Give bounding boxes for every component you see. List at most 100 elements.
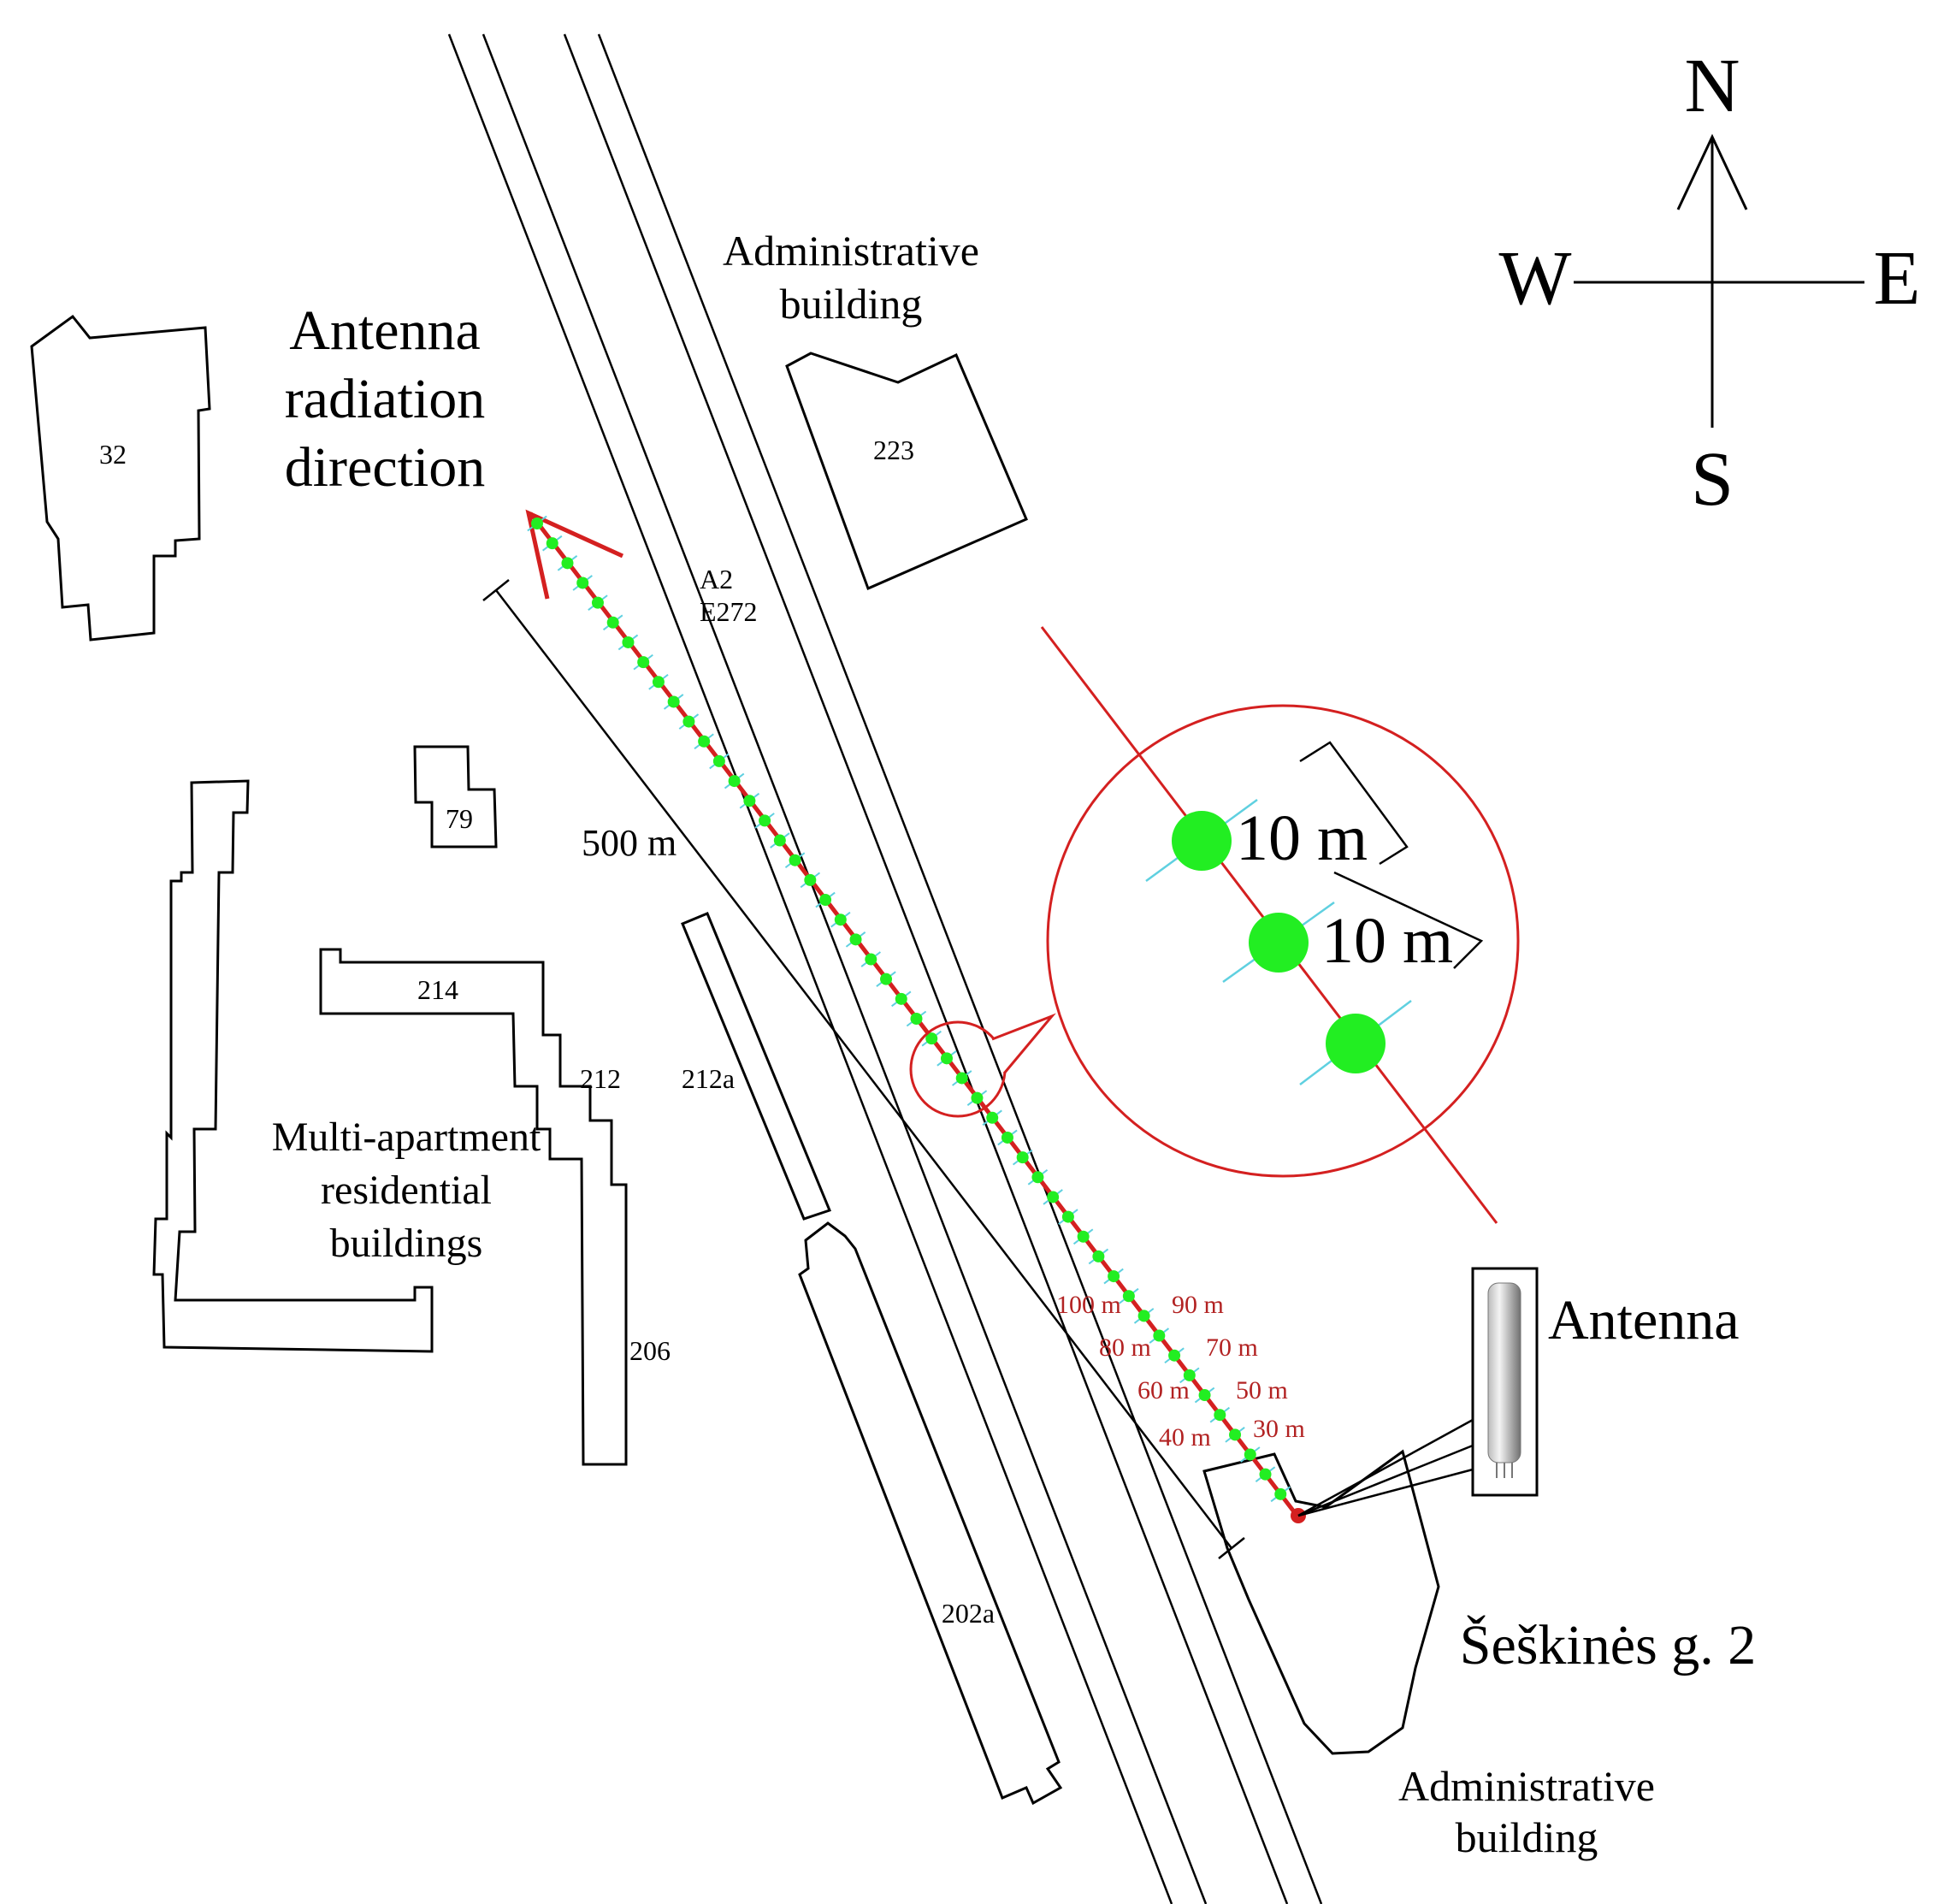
inset-dimension-brackets (1299, 741, 1484, 969)
compass-arrow-icon (1676, 133, 1748, 210)
measurement-point (1259, 1468, 1272, 1481)
measurement-point (1016, 1151, 1029, 1164)
measurement-point (1061, 1210, 1074, 1223)
inset-label-10m-1: 10 m (1236, 802, 1368, 874)
scale-main-line (495, 589, 1232, 1549)
measurement-point (667, 695, 680, 708)
distance-label-40m: 40 m (1159, 1423, 1211, 1452)
building-label-79: 79 (446, 803, 473, 834)
measurement-point (1108, 1270, 1120, 1283)
measurement-point (880, 973, 893, 985)
measurement-point (819, 894, 832, 907)
building-label-212: 212 (580, 1063, 621, 1094)
road-edge-2 (482, 33, 1208, 1904)
antenna-leader-lines (1297, 1418, 1474, 1517)
measurement-point (1168, 1349, 1181, 1362)
scale-line (482, 579, 1245, 1559)
building-label-214: 214 (417, 974, 458, 1005)
distance-label-50m: 50 m (1236, 1376, 1288, 1404)
building-label-206: 206 (629, 1335, 671, 1366)
radiation-direction-label-3: direction (285, 436, 486, 499)
residential-label-2: residential (321, 1168, 492, 1213)
address-label: Šeškinės g. 2 (1460, 1614, 1757, 1676)
measurement-point (1047, 1191, 1060, 1203)
measurement-point (606, 616, 619, 629)
inset-point-2 (1249, 913, 1309, 973)
inset-label-10m-2: 10 m (1321, 905, 1453, 977)
measurement-point (576, 577, 589, 589)
measurement-point (712, 754, 725, 767)
building-202a (798, 1221, 1063, 1806)
measurement-point (940, 1052, 953, 1065)
zoom-callout: 10 m 10 m (909, 626, 1520, 1224)
measurement-point (1092, 1250, 1105, 1262)
admin-building-top-label-1: Administrative (723, 227, 979, 275)
measurement-point (531, 517, 543, 529)
admin-building-bottom-label-2: building (1456, 1813, 1598, 1861)
building-223 (785, 352, 1028, 591)
inset-point-3 (1326, 1014, 1386, 1073)
building-212a (681, 912, 831, 1221)
inset-point-1 (1172, 811, 1232, 871)
measurement-point (1198, 1389, 1211, 1402)
distance-label-60m: 60 m (1137, 1376, 1190, 1404)
measurement-point (773, 834, 786, 847)
distance-label-80m: 80 m (1099, 1333, 1151, 1362)
distance-label-30m: 30 m (1253, 1415, 1305, 1443)
measurement-point (759, 814, 771, 827)
compass (1574, 133, 1864, 428)
building-seskines-2 (1202, 1449, 1440, 1755)
compass-south: S (1691, 437, 1734, 522)
measurement-point (637, 656, 650, 669)
road-edge-1 (447, 33, 1173, 1904)
measurement-point (652, 676, 665, 689)
measurement-point (622, 636, 635, 648)
measurement-point (910, 1013, 923, 1025)
antenna-leader-1 (1297, 1418, 1474, 1517)
measurement-point (986, 1111, 999, 1124)
radiation-direction-label-2: radiation (285, 368, 486, 430)
road-label-e272: E272 (700, 596, 758, 627)
measurement-point (1001, 1131, 1013, 1144)
admin-building-top-label-2: building (780, 280, 923, 328)
antenna-icon (1297, 1267, 1539, 1517)
inset-bracket-2 (1333, 871, 1484, 969)
measurement-point (728, 775, 741, 788)
measurement-point (925, 1032, 938, 1045)
distance-label-100m: 100 m (1056, 1291, 1121, 1319)
measurement-point (743, 795, 756, 807)
measurement-point (561, 557, 574, 570)
radiation-arrow-icon (525, 509, 624, 600)
distance-label-90m: 90 m (1172, 1291, 1224, 1319)
building-32 (30, 314, 211, 642)
buildings (30, 314, 1440, 1806)
measurement-point (591, 596, 604, 609)
radiation-line-group (525, 509, 1306, 1523)
measurement-point (804, 873, 817, 886)
building-left-complex (152, 779, 434, 1353)
road-lines (447, 33, 1323, 1904)
measurement-point (895, 992, 907, 1005)
compass-east: E (1874, 236, 1921, 321)
measurement-point (1244, 1448, 1256, 1461)
measurement-point (1077, 1230, 1090, 1243)
antenna-body (1487, 1282, 1521, 1463)
building-214-212-206 (319, 948, 628, 1466)
measurement-point (1031, 1171, 1044, 1184)
residential-label-1: Multi-apartment (272, 1115, 541, 1160)
building-label-202a: 202a (942, 1598, 995, 1629)
measurement-point (682, 715, 695, 728)
measurement-point (834, 914, 847, 926)
road-edge-3 (563, 33, 1289, 1904)
zoom-connector (991, 1013, 1056, 1074)
distance-labels: 100 m 90 m 80 m 70 m 60 m 50 m 40 m 30 m (1056, 1291, 1305, 1452)
measurement-point (1214, 1409, 1226, 1422)
measurement-point (955, 1072, 968, 1085)
building-label-212a: 212a (682, 1063, 735, 1094)
building-label-223: 223 (873, 435, 914, 465)
road-edge-4 (597, 33, 1323, 1904)
compass-north: N (1685, 44, 1740, 128)
measurement-point (546, 537, 558, 550)
road-label-a2: A2 (700, 564, 733, 594)
